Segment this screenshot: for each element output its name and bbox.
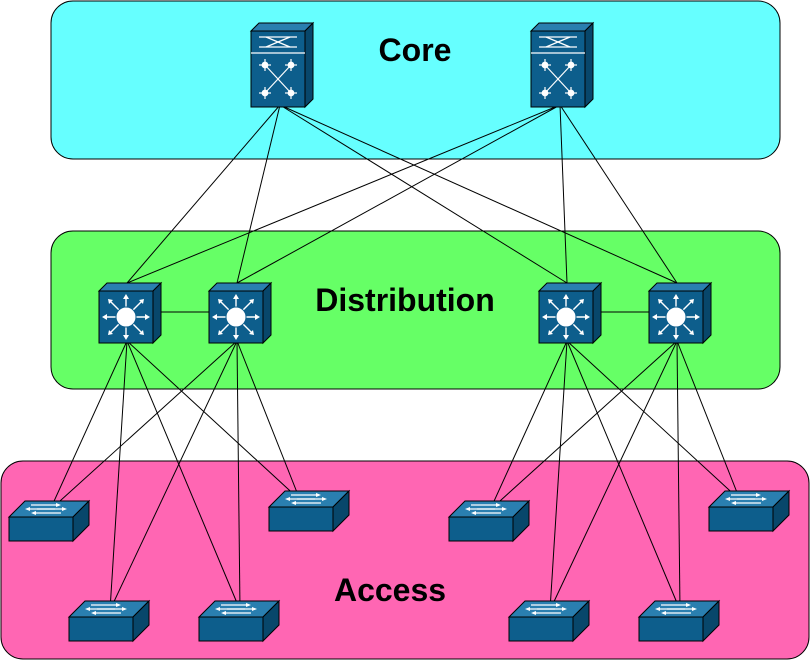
access-layer-band — [0, 460, 810, 660]
dist-switch-1[interactable] — [98, 282, 162, 344]
link-dist-switch-2-access-switch-2 — [236, 340, 301, 501]
link-dist-switch-2-access-switch-5 — [109, 340, 238, 611]
link-dist-switch-3-access-switch-4 — [566, 340, 741, 501]
link-dist-switch-2-access-switch-1 — [49, 340, 238, 511]
link-core-router-1-dist-switch-4 — [279, 104, 678, 284]
link-core-router-2-dist-switch-3 — [559, 104, 568, 284]
link-layer — [49, 104, 741, 611]
access-switch-4[interactable] — [708, 490, 790, 532]
link-core-router-1-dist-switch-1 — [126, 104, 281, 284]
link-dist-switch-4-access-switch-3 — [489, 340, 678, 511]
access-switch-6[interactable] — [198, 600, 280, 642]
access-switch-3[interactable] — [448, 500, 530, 542]
link-dist-switch-1-access-switch-2 — [126, 340, 301, 501]
link-dist-switch-4-access-switch-7 — [549, 340, 678, 611]
core-layer-band — [50, 0, 781, 160]
link-dist-switch-1-access-switch-1 — [49, 340, 128, 511]
link-dist-switch-3-access-switch-3 — [489, 340, 568, 511]
access-layer-label: Access — [334, 572, 446, 608]
link-dist-switch-4-access-switch-8 — [676, 340, 681, 611]
link-dist-switch-3-access-switch-7 — [549, 340, 568, 611]
access-switch-7[interactable] — [508, 600, 590, 642]
link-dist-switch-1-access-switch-6 — [126, 340, 241, 611]
core-layer-label: Core — [379, 32, 452, 68]
link-core-router-1-dist-switch-2 — [236, 104, 281, 284]
link-dist-switch-2-access-switch-6 — [236, 340, 241, 611]
access-switch-8[interactable] — [638, 600, 720, 642]
core-router-2[interactable] — [530, 22, 594, 108]
dist-switch-3[interactable] — [538, 282, 602, 344]
dist-switch-4[interactable] — [648, 282, 712, 344]
access-switch-2[interactable] — [268, 490, 350, 532]
access-switch-5[interactable] — [68, 600, 150, 642]
link-core-router-2-dist-switch-4 — [559, 104, 678, 284]
dist-switch-2[interactable] — [208, 282, 272, 344]
link-core-router-2-dist-switch-1 — [126, 104, 561, 284]
distribution-layer-label: Distribution — [315, 282, 495, 318]
link-dist-switch-4-access-switch-4 — [676, 340, 741, 501]
link-dist-switch-1-access-switch-5 — [109, 340, 128, 611]
core-router-1[interactable] — [250, 22, 314, 108]
link-dist-switch-3-access-switch-8 — [566, 340, 681, 611]
link-core-router-1-dist-switch-3 — [279, 104, 568, 284]
link-core-router-2-dist-switch-2 — [236, 104, 561, 284]
access-switch-1[interactable] — [8, 500, 90, 542]
